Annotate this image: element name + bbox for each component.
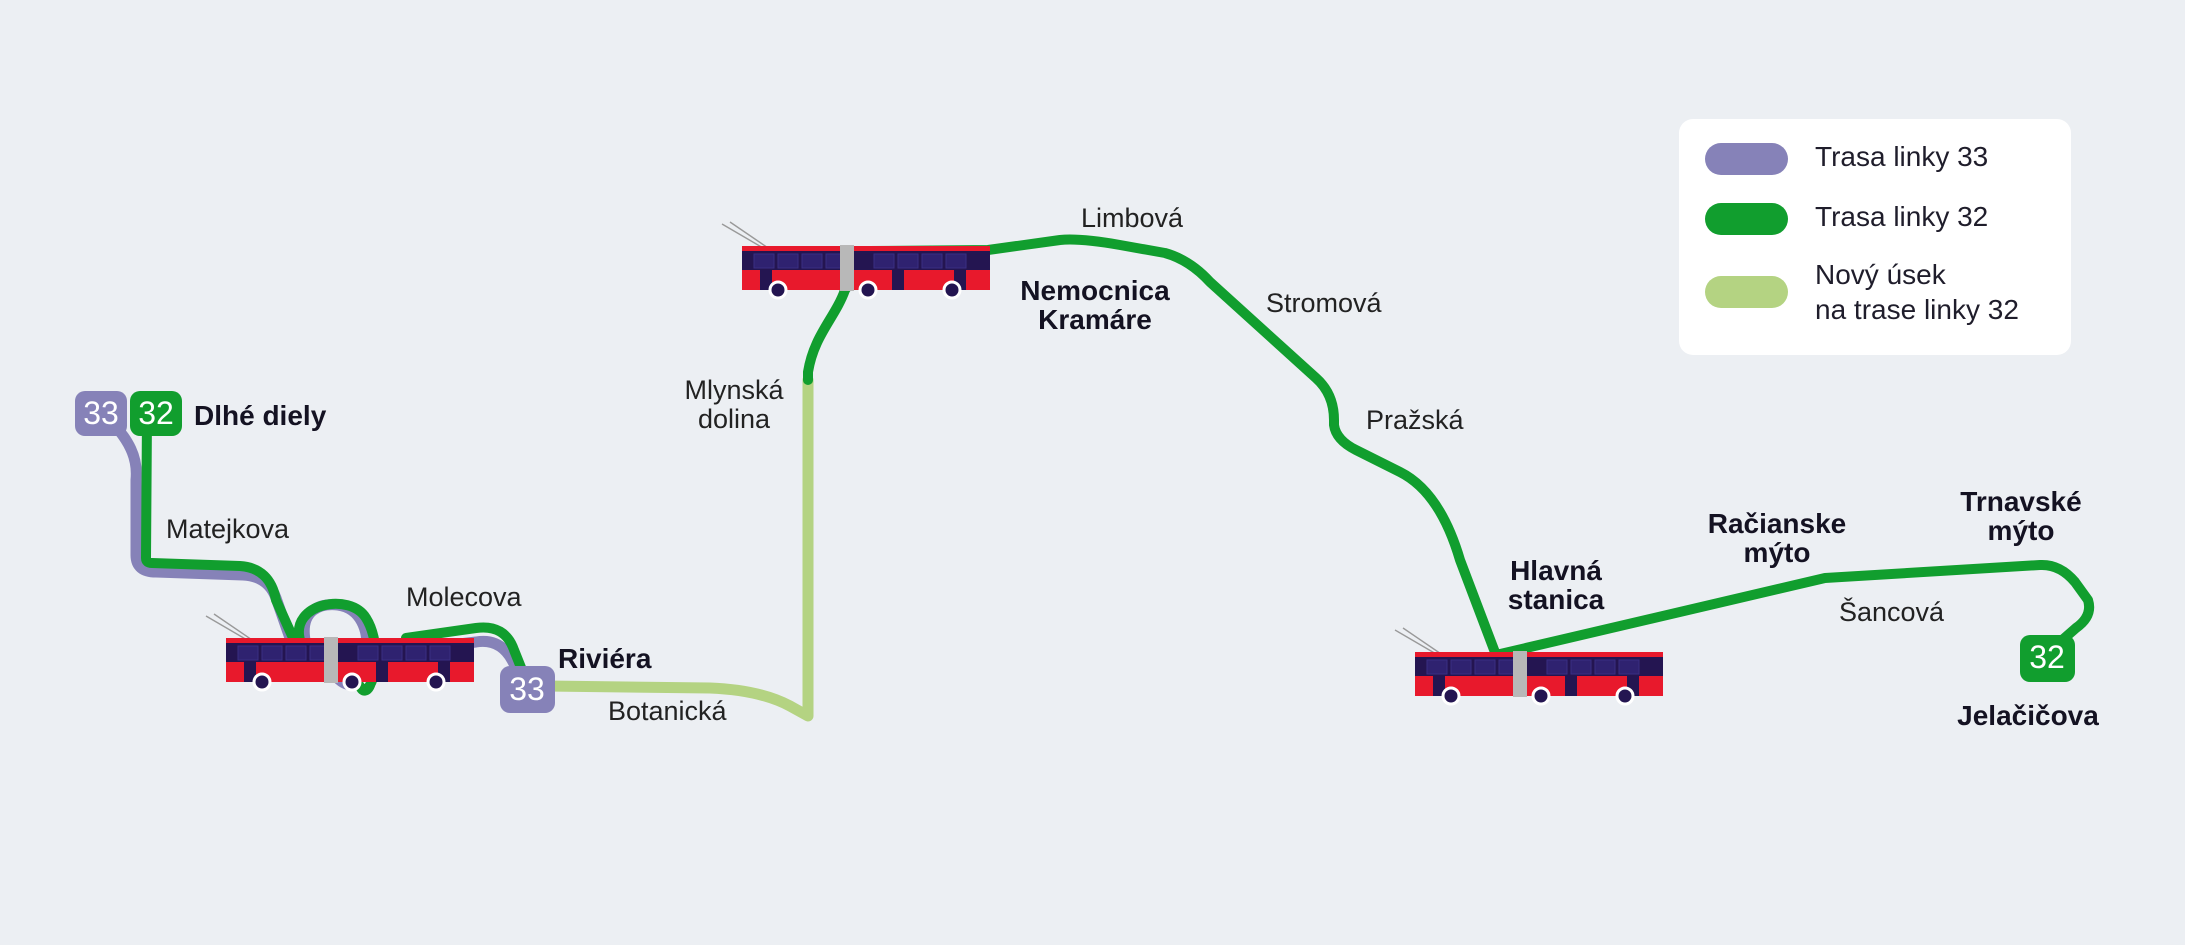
street-matejkova: Matejkova <box>166 514 290 544</box>
street-botanicka: Botanická <box>608 696 728 726</box>
line-33-badge-dlhe-diely: 33 <box>75 391 127 436</box>
legend-label-line-32: Trasa linky 32 <box>1815 201 1989 232</box>
trolleybus-icon <box>1393 626 1665 706</box>
legend-label-new-section-line1: Nový úsek <box>1815 259 1946 290</box>
street-molecova: Molecova <box>406 582 523 612</box>
stop-racianske-line1: Račianske <box>1708 508 1847 539</box>
legend-item-new-section <box>1705 276 1788 308</box>
line-32-badge-jelacicova: 32 <box>2020 635 2075 682</box>
legend-swatch-line-32 <box>1705 203 1788 235</box>
svg-text:33: 33 <box>83 395 119 431</box>
stop-dlhe-diely: Dlhé diely <box>194 400 327 431</box>
stop-trnavske-line2: mýto <box>1988 515 2055 546</box>
legend-item-line-33 <box>1705 143 1788 175</box>
stop-riviera: Riviéra <box>558 643 652 674</box>
street-stromova: Stromová <box>1266 288 1383 318</box>
legend: Trasa linky 33 Trasa linky 32 Nový úsek … <box>1679 119 2071 355</box>
street-prazska: Pražská <box>1366 405 1465 435</box>
svg-text:32: 32 <box>138 395 174 431</box>
legend-label-new-section-line2: na trase linky 32 <box>1815 294 2019 325</box>
legend-swatch-new-section <box>1705 276 1788 308</box>
stop-trnavske-line1: Trnavské <box>1960 486 2081 517</box>
stop-racianske-line2: mýto <box>1744 537 1811 568</box>
legend-label-line-33: Trasa linky 33 <box>1815 141 1989 172</box>
svg-text:33: 33 <box>509 671 545 707</box>
stop-nemocnica-line1: Nemocnica <box>1020 275 1170 306</box>
stop-hlavna-line2: stanica <box>1508 584 1605 615</box>
route-new-section-32 <box>540 374 814 722</box>
line-32-badge-dlhe-diely: 32 <box>130 391 182 436</box>
route-line-32 <box>141 234 2095 696</box>
legend-swatch-line-33 <box>1705 143 1788 175</box>
trolleybus-icon <box>204 612 476 692</box>
svg-text:32: 32 <box>2029 639 2065 675</box>
street-mlynska-line1: Mlynská <box>684 375 784 405</box>
line-33-badge-riviera: 33 <box>500 666 555 713</box>
street-mlynska-line2: dolina <box>698 404 771 434</box>
street-limbova: Limbová <box>1081 203 1184 233</box>
stop-jelacicova: Jelačičova <box>1957 700 2099 731</box>
legend-item-line-32 <box>1705 203 1788 235</box>
street-sancova: Šancová <box>1839 596 1945 627</box>
stop-nemocnica-line2: Kramáre <box>1038 304 1152 335</box>
trolleybus-icon <box>720 220 992 300</box>
stop-hlavna-line1: Hlavná <box>1510 555 1602 586</box>
